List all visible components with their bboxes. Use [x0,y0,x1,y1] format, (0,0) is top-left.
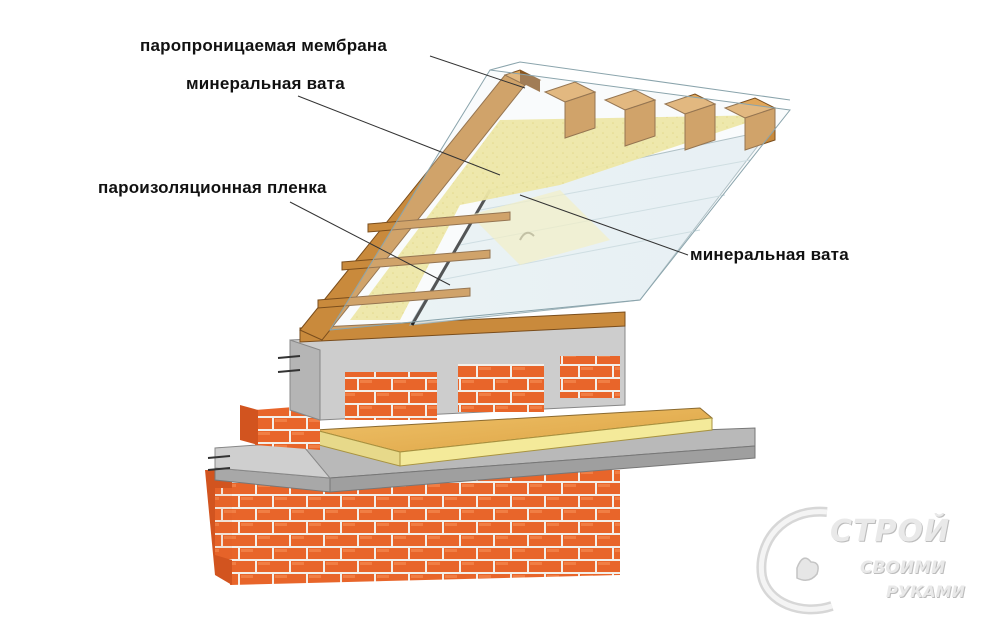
wall-plate-beam [299,311,626,343]
logo-line2: СВОИМИ [860,558,946,578]
rafters [299,69,777,341]
logo-line1: СТРОЙ [830,514,951,549]
leader-lines [289,55,689,286]
label-mineral-wool-right: минеральная вата [690,245,849,264]
logo-mark-icon [756,506,834,615]
label-mineral-wool-top: минеральная вата [186,74,345,93]
label-membrane: паропроницаемая мембрана [140,36,388,55]
upper-brick-wall [240,405,320,450]
logo-line3: РУКАМИ [886,582,965,601]
label-vapor-film: пароизоляционная пленка [98,178,327,197]
battens [317,211,511,309]
concrete-wall [207,324,626,471]
lower-brick-wall [205,470,620,585]
watermark-logo: СТРОЙ СВОИМИ РУКАМИ [752,498,982,618]
floor-insulation [314,407,714,467]
vapor-permeable-membrane [329,61,791,331]
